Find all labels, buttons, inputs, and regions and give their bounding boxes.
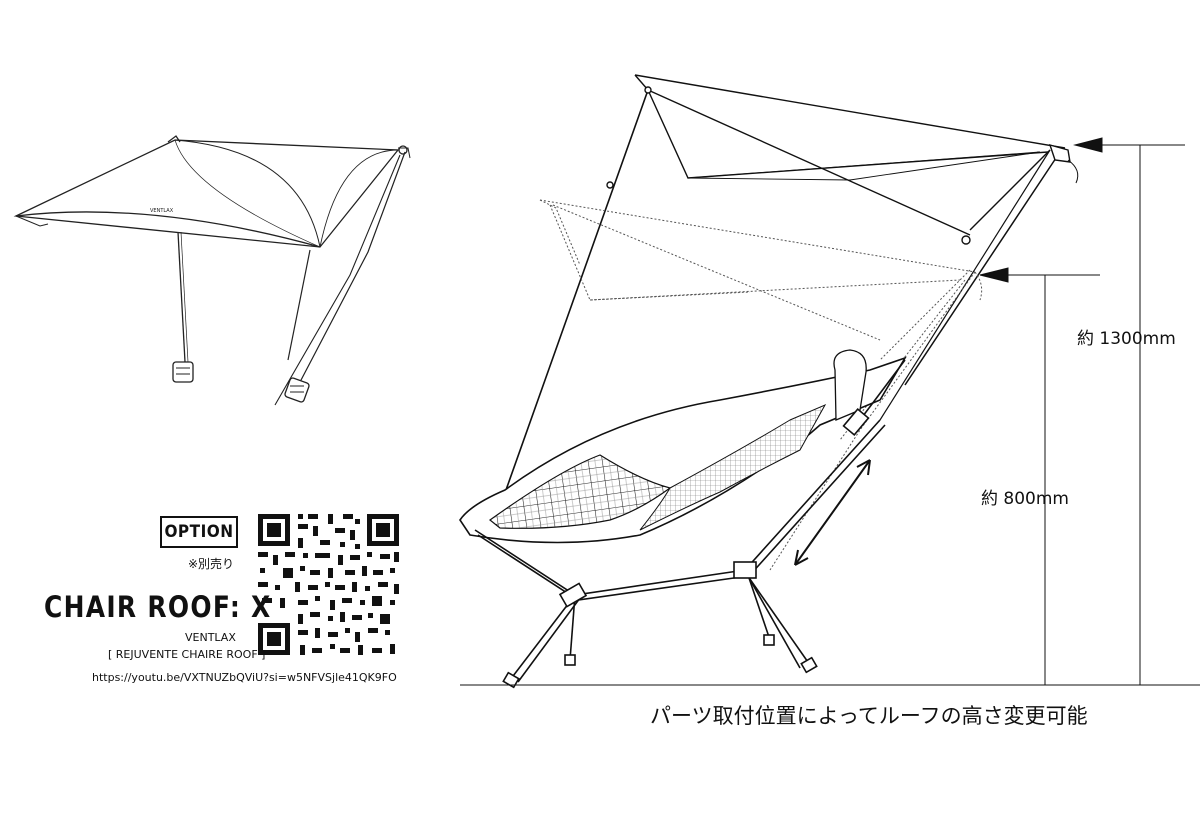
dimension-lines <box>979 137 1185 685</box>
sold-separately-note: ※別売り <box>188 557 235 571</box>
dimension-high-label: 約 1300mm <box>1077 329 1176 349</box>
adjustment-arrow <box>794 459 871 566</box>
dimension-low-label: 約 800mm <box>981 489 1069 509</box>
chair-frame <box>474 359 906 689</box>
chair-with-roof-diagram <box>459 74 1079 689</box>
chair-seat <box>459 349 907 544</box>
height-adjust-caption: パーツ取付位置によってルーフの高さ変更可能 <box>650 704 1088 728</box>
qr-code <box>256 512 401 657</box>
roof-logo: VENTLAX <box>150 208 174 214</box>
option-badge: OPTION <box>160 516 238 548</box>
product-name: CHAIR ROOF: X <box>44 590 272 624</box>
brand-name: VENTLAX <box>185 631 236 644</box>
roof-product-illustration <box>13 135 411 406</box>
video-url-link[interactable]: https://youtu.be/VXTNUZbQViU?si=w5NFVSjl… <box>92 671 397 684</box>
series-name: [ REJUVENTE CHAIRE ROOF ] <box>108 648 266 661</box>
option-badge-label: OPTION <box>164 522 234 542</box>
